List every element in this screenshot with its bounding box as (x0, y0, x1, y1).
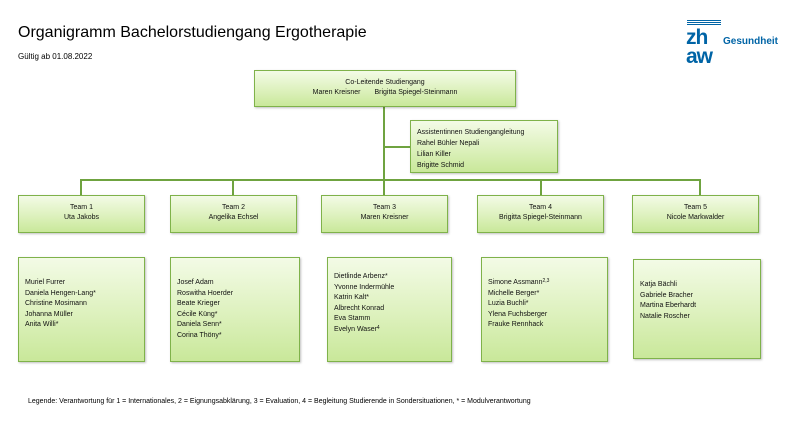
member-name: Frauke Rennhack (488, 321, 544, 328)
member-name: Christine Mosimann (25, 300, 87, 307)
assistant-name: Lilian Killer (417, 151, 451, 158)
leadership-names: Maren Kreisner Brigitta Spiegel-Steinman… (255, 88, 515, 98)
leadership-box: Co-Leitende Studiengang Maren Kreisner B… (254, 70, 516, 107)
team-name: Team 4 (529, 204, 552, 211)
team-name: Team 3 (373, 204, 396, 211)
team-members-5: Katja Bächli Gabriele Bracher Martina Eb… (633, 259, 761, 359)
team-box-5: Team 5 Nicole Markwalder (632, 195, 759, 233)
member-name: Katrin Kalt* (334, 294, 370, 301)
logo-zh: zh (686, 26, 708, 49)
connector-team-3 (383, 179, 385, 196)
member-name: Natalie Roscher (640, 312, 690, 320)
leader-name: Brigitta Spiegel-Steinmann (374, 89, 458, 96)
team-box-1: Team 1 Uta Jakobs (18, 195, 145, 233)
team-box-4: Team 4 Brigitta Spiegel-Steinmann (477, 195, 604, 233)
member-name: Johanna Müller (25, 310, 73, 318)
team-lead: Maren Kreisner (360, 214, 409, 221)
member-name: Cécile Küng* (177, 310, 218, 318)
member-name: Yvonne Indermühle (334, 283, 395, 291)
team-name: Team 5 (684, 204, 707, 211)
assistants-title: Assistentinnen Studiengangleitung (417, 129, 525, 136)
logo-aw: aw (686, 45, 713, 68)
team-lead: Uta Jakobs (63, 214, 100, 221)
validity-date: Gültig ab 01.08.2022 (18, 52, 93, 61)
member-name: Muriel Furrer (25, 279, 66, 286)
member-name: Martina Eberhardt (640, 302, 697, 309)
member-name: Roswitha Hoerder (177, 289, 234, 297)
member-name: Albrecht Konrad (334, 304, 385, 312)
member-name: Luzia Buchli* (488, 300, 529, 307)
team-lead: Angelika Echsel (208, 214, 259, 221)
member-name: Anita Willi* (25, 321, 59, 328)
connector-team-4 (540, 179, 542, 196)
member-name: Daniela Hengen-Lang* (25, 289, 96, 297)
connector-assistants (384, 146, 411, 148)
member-name: Simone Assmann2,3 (488, 278, 550, 287)
team-members-4: Simone Assmann2,3 Michelle Berger* Luzia… (481, 257, 608, 362)
member-name: Gabriele Bracher (640, 291, 693, 299)
member-name: Josef Adam (177, 279, 214, 286)
team-members-1: Muriel Furrer Daniela Hengen-Lang* Chris… (18, 257, 145, 362)
member-name: Beate Krieger (177, 300, 220, 307)
member-name: Daniela Senn* (177, 321, 222, 328)
member-name: Corina Thöny* (177, 331, 222, 339)
team-lead: Nicole Markwalder (666, 214, 725, 221)
connector-team-1 (80, 179, 82, 196)
connector-team-5 (699, 179, 701, 196)
assistant-name: Rahel Bühler Nepali (417, 140, 480, 147)
team-box-3: Team 3 Maren Kreisner (321, 195, 448, 233)
assistant-name: Brigitte Schmid (417, 162, 465, 169)
member-name: Dietlinde Arbenz* (334, 273, 388, 280)
logo-gesundheit: Gesundheit (723, 36, 779, 47)
team-members-3: Dietlinde Arbenz* Yvonne Indermühle Katr… (327, 257, 452, 362)
team-name: Team 2 (222, 204, 245, 211)
team-members-2: Josef Adam Roswitha Hoerder Beate Kriege… (170, 257, 300, 362)
member-name: Evelyn Waser4 (334, 324, 380, 333)
member-name: Ylena Fuchsberger (488, 310, 548, 318)
page-title: Organigramm Bachelorstudiengang Ergother… (18, 24, 367, 41)
logo-decoration (687, 20, 721, 26)
team-box-2: Team 2 Angelika Echsel (170, 195, 297, 233)
member-name: Eva Stamm (334, 315, 371, 322)
team-lead: Brigitta Spiegel-Steinmann (499, 214, 582, 221)
member-name: Katja Bächli (640, 281, 677, 288)
zhaw-logo: zh aw Gesundheit (684, 20, 794, 72)
legend: Legende: Verantwortung für 1 = Internati… (28, 398, 531, 405)
connector-horizontal (80, 179, 701, 181)
assistants-box: Assistentinnen Studiengangleitung Rahel … (410, 120, 558, 173)
member-name: Michelle Berger* (488, 289, 540, 297)
connector-vertical-main (383, 106, 385, 180)
leadership-title: Co-Leitende Studiengang (345, 79, 425, 86)
leader-name: Maren Kreisner (312, 89, 361, 96)
connector-team-2 (232, 179, 234, 196)
team-name: Team 1 (70, 204, 93, 211)
